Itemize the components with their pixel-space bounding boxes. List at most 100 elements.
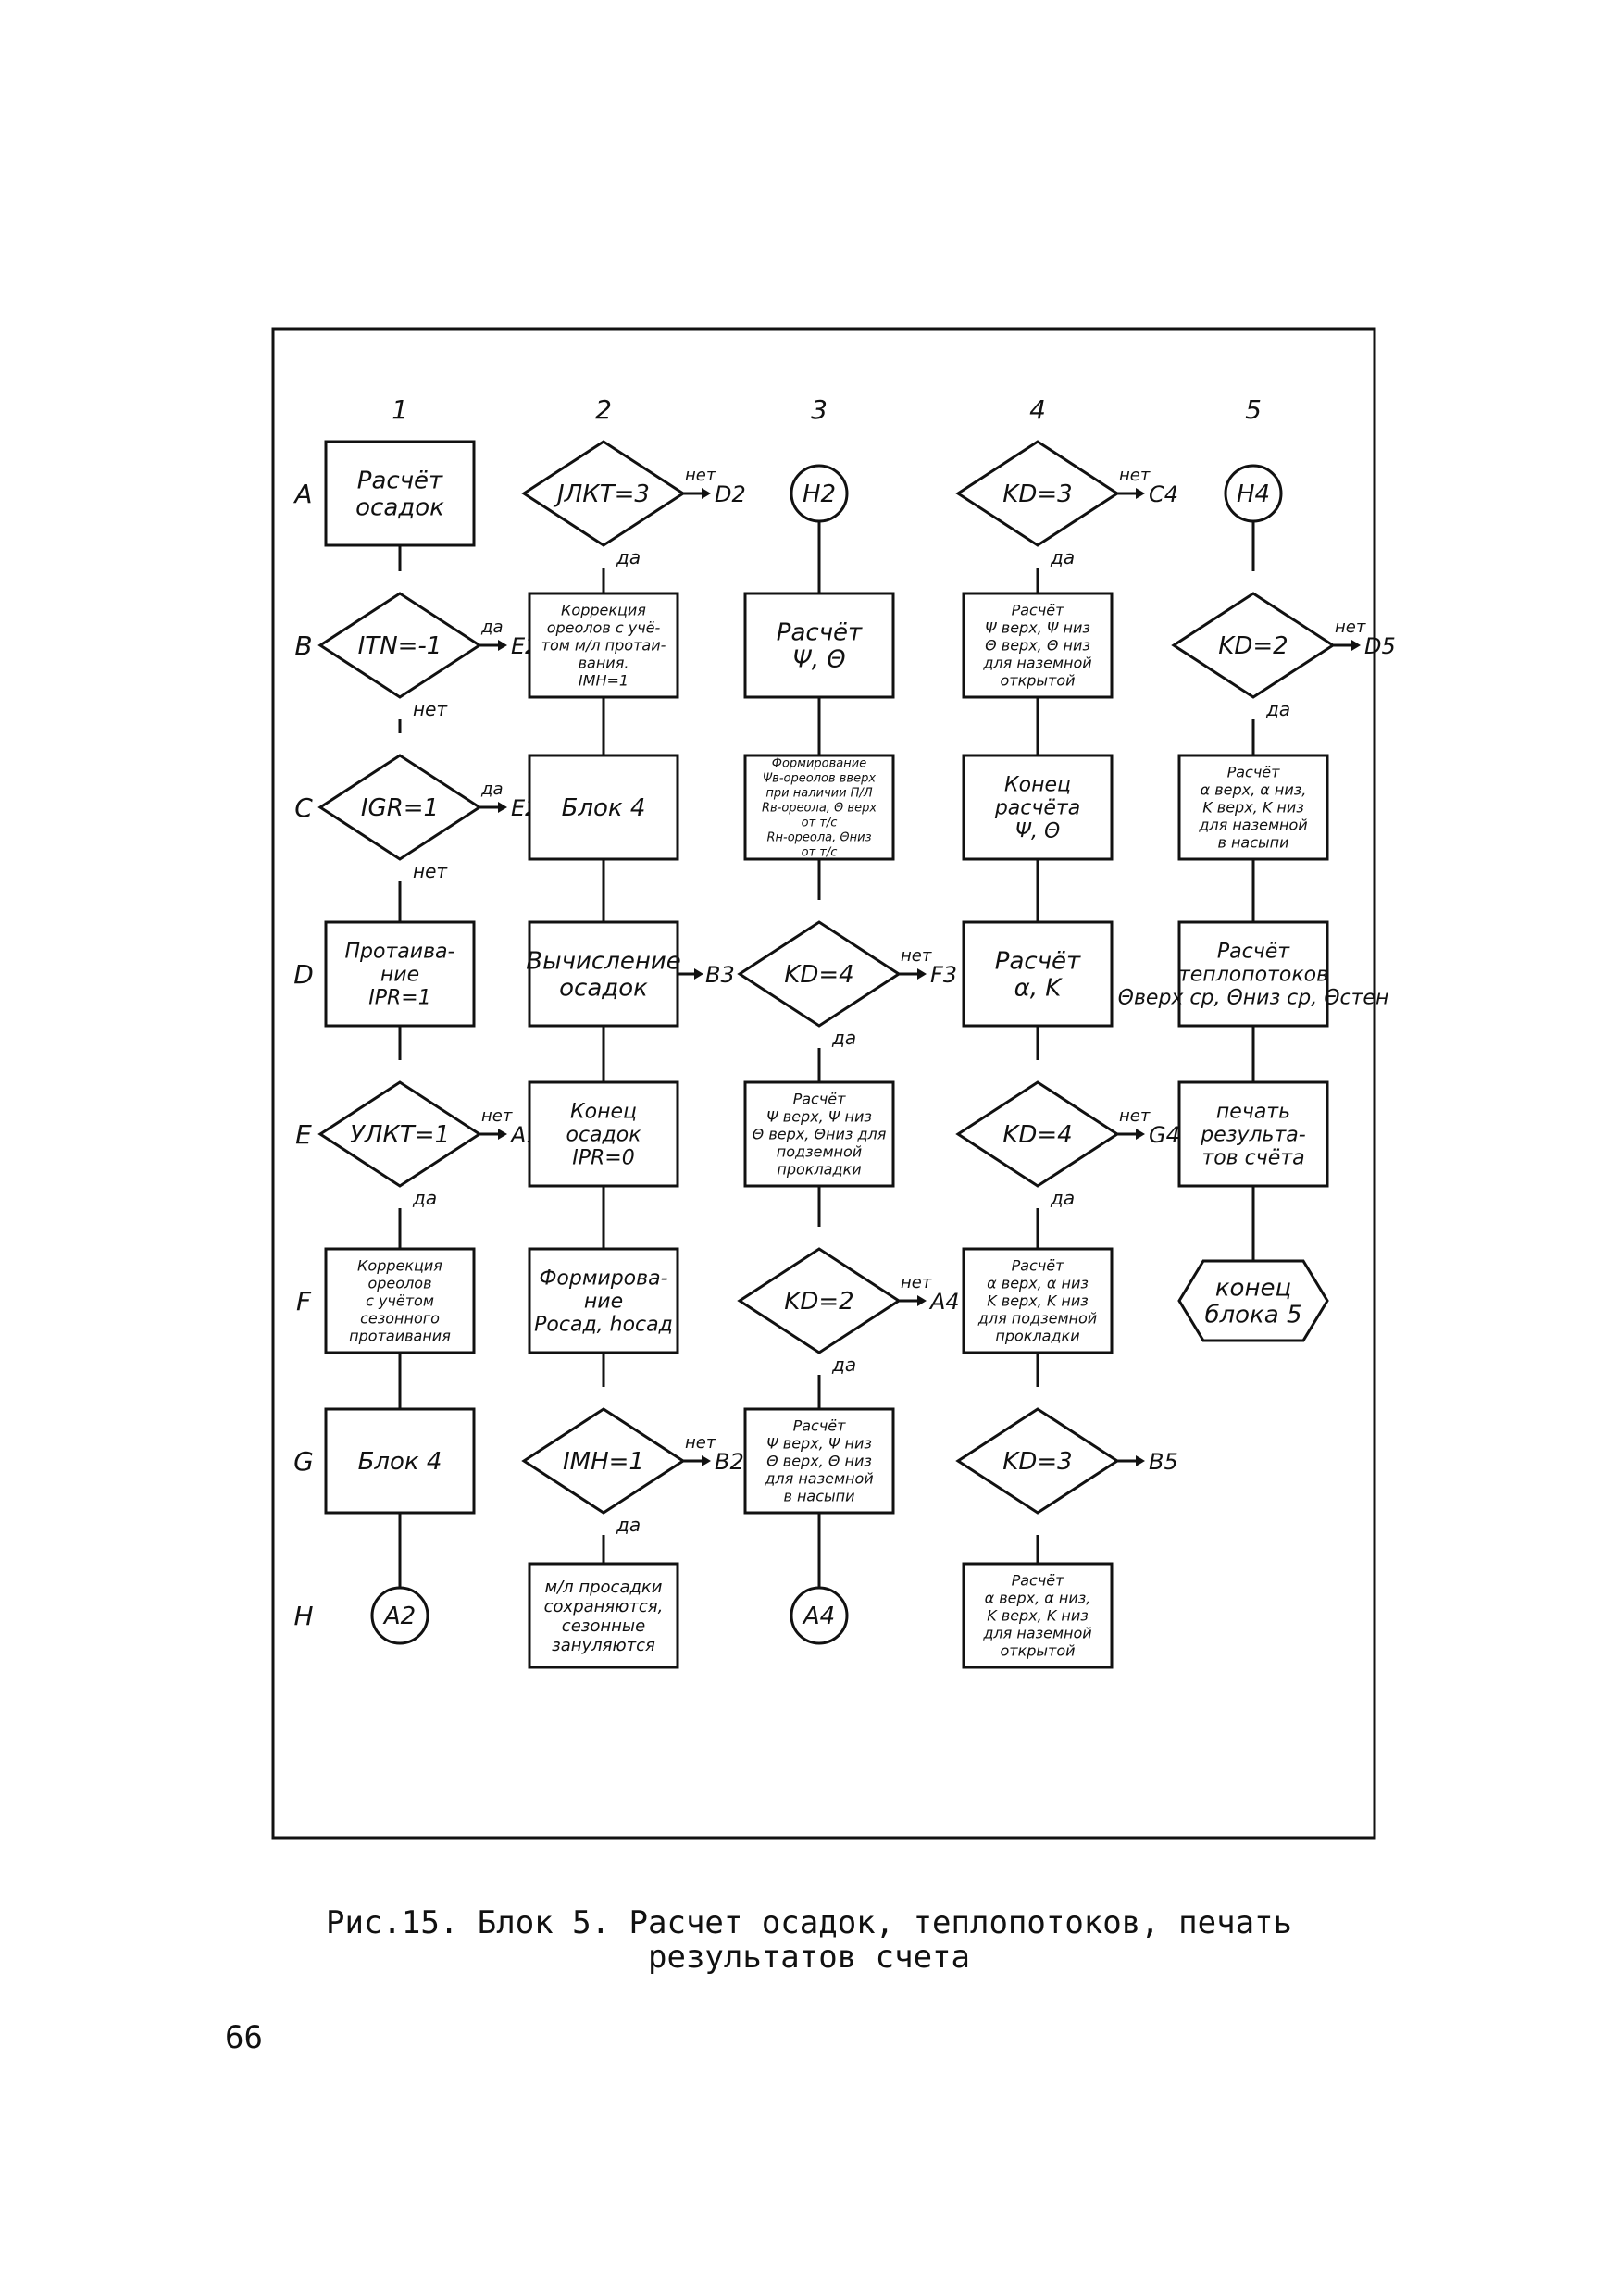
flow-node-h3: А4 bbox=[790, 1586, 849, 1645]
node-text: теплопотоков bbox=[1178, 964, 1328, 987]
column-header: 3 bbox=[811, 394, 828, 425]
node-text: Rн-ореола, Θниз bbox=[766, 831, 871, 845]
node-text: KD=2 bbox=[1218, 632, 1288, 660]
node-text: м/л просадки bbox=[544, 1578, 662, 1597]
connector-circle bbox=[1224, 464, 1283, 523]
node-text: IPR=0 bbox=[572, 1147, 634, 1170]
node-text: Ψ верх, Ψ низ bbox=[766, 1108, 872, 1126]
edge-label: да bbox=[1050, 1187, 1075, 1209]
node-text: α верх, α низ bbox=[987, 1275, 1089, 1292]
node-text: KD=4 bbox=[784, 961, 853, 989]
node-text: Блок 4 bbox=[358, 1448, 442, 1476]
node-text: Ψ, Θ bbox=[1015, 820, 1061, 843]
branch-label: нет bbox=[1119, 1106, 1151, 1126]
column-header: 5 bbox=[1245, 394, 1262, 425]
node-text: Коррекция bbox=[357, 1257, 442, 1275]
node-text: K верх, K низ bbox=[1202, 799, 1304, 817]
edge-label: да bbox=[1265, 698, 1290, 720]
node-text: Θ верх, Θ низ bbox=[766, 1453, 872, 1470]
node-text: с учётом bbox=[366, 1292, 434, 1310]
node-text: ореолов bbox=[367, 1275, 431, 1292]
branch-label: да bbox=[480, 618, 503, 637]
node-text: сезонного bbox=[360, 1310, 440, 1328]
branch-target: G4 bbox=[1149, 1122, 1180, 1148]
edge-label: да bbox=[412, 1187, 437, 1209]
node-text: прокладки bbox=[995, 1328, 1079, 1345]
connector-lines bbox=[398, 521, 1255, 1588]
node-text: Конец bbox=[570, 1101, 637, 1124]
branch-target: В2 bbox=[715, 1449, 744, 1475]
node-text: вания. bbox=[579, 655, 629, 672]
process-box bbox=[528, 754, 679, 861]
node-text: печать bbox=[1216, 1101, 1290, 1124]
column-header: 1 bbox=[392, 394, 408, 425]
row-label: B bbox=[294, 630, 312, 661]
node-text: Вычисление bbox=[526, 948, 680, 976]
node-text: Формирование bbox=[772, 757, 866, 771]
process-box bbox=[324, 920, 476, 1028]
column-header: 2 bbox=[595, 394, 612, 425]
edge-label: да bbox=[831, 1027, 856, 1049]
node-text: IMH=1 bbox=[563, 1448, 644, 1476]
node-text: Протаива- bbox=[345, 941, 455, 964]
node-text: α верх, α низ, bbox=[1201, 781, 1307, 799]
connector-circle bbox=[790, 1586, 849, 1645]
node-text: Коррекция bbox=[561, 602, 646, 619]
branch-target: В3 bbox=[705, 962, 735, 988]
row-label: F bbox=[296, 1286, 312, 1316]
node-text: Рocaд, hocaд bbox=[534, 1314, 673, 1337]
arrow-head bbox=[917, 1295, 927, 1306]
arrow-head bbox=[498, 640, 507, 651]
node-text: результа- bbox=[1200, 1124, 1306, 1147]
node-text: Н4 bbox=[1237, 480, 1270, 508]
node-text: А4 bbox=[802, 1603, 835, 1630]
process-box bbox=[1177, 920, 1329, 1028]
figure-caption: Рис.15. Блок 5. Расчет осадок, теплопото… bbox=[326, 1904, 1292, 1941]
node-text: подземной bbox=[777, 1143, 862, 1161]
process-box bbox=[324, 440, 476, 547]
process-box bbox=[962, 920, 1114, 1028]
connector-circle bbox=[790, 464, 849, 523]
branch-target: А4 bbox=[928, 1289, 960, 1315]
node-text: Θверх ср, Θниз ср, Θстен bbox=[1118, 987, 1389, 1010]
node-text: Расчёт bbox=[1227, 764, 1281, 781]
row-label: G bbox=[293, 1446, 314, 1477]
figure-caption-line2: результатов счета bbox=[648, 1939, 970, 1976]
node-text: протаивания bbox=[349, 1328, 451, 1345]
row-label: H bbox=[293, 1601, 313, 1631]
node-text: конец bbox=[1215, 1275, 1291, 1303]
process-box bbox=[528, 1247, 679, 1354]
terminator-hexagon bbox=[1177, 1259, 1329, 1342]
node-text: от т/с bbox=[802, 846, 838, 860]
node-text: α верх, α низ, bbox=[985, 1590, 1091, 1607]
node-text: для подземной bbox=[977, 1310, 1097, 1328]
diagram-frame bbox=[271, 327, 1376, 1840]
node-text: осадок bbox=[355, 494, 444, 522]
process-box bbox=[528, 1562, 679, 1669]
node-text: Ψ верх, Ψ низ bbox=[985, 619, 1090, 637]
node-text: А2 bbox=[382, 1603, 416, 1630]
node-text: IGR=1 bbox=[361, 794, 439, 822]
process-box bbox=[743, 754, 895, 861]
node-text: Θ верх, Θниз для bbox=[753, 1126, 887, 1143]
branch-label: нет bbox=[901, 1273, 932, 1292]
node-text: Расчёт bbox=[1012, 1257, 1065, 1275]
process-box bbox=[528, 920, 679, 1028]
process-box bbox=[528, 592, 679, 699]
